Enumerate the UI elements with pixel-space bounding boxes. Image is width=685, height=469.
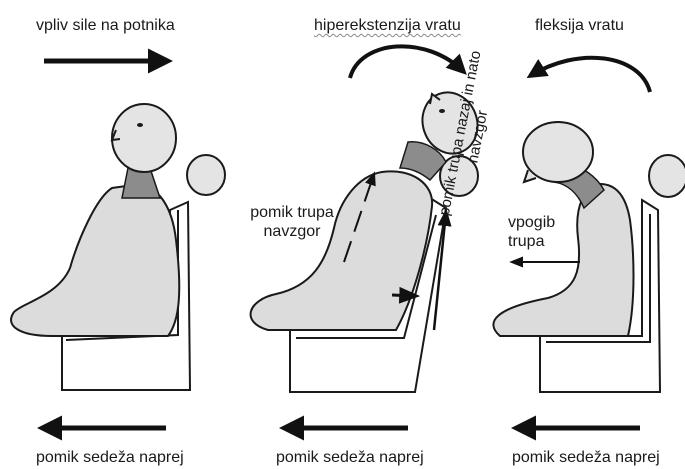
panel-3-flexion <box>493 122 685 392</box>
headrest-1 <box>187 155 225 195</box>
seat-forward-label-3: pomik sedeža naprej <box>512 448 660 467</box>
neck-flexion-label: fleksija vratu <box>535 16 624 35</box>
seat-forward-label-1: pomik sedeža naprej <box>36 448 184 467</box>
curved-arrow-icon <box>530 58 650 92</box>
push-back-arrow <box>392 295 416 296</box>
body-2 <box>251 171 433 330</box>
trunk-up-label: pomik trupa navzgor <box>244 203 340 241</box>
force-on-passenger-label: vpliv sile na potnika <box>36 16 175 35</box>
trunk-bend-label: vpogib trupa <box>508 213 555 251</box>
head-3 <box>523 122 593 182</box>
head-1 <box>112 104 176 172</box>
panel-1-seated-passenger <box>11 104 225 390</box>
neck-hyperextension-label: hiperekstenzija vratu <box>314 16 461 35</box>
body-3 <box>493 184 633 336</box>
body-1 <box>11 184 179 336</box>
seat-forward-label-2: pomik sedeža naprej <box>276 448 424 467</box>
headrest-3 <box>649 155 685 197</box>
curved-arrow-icon <box>350 46 464 78</box>
